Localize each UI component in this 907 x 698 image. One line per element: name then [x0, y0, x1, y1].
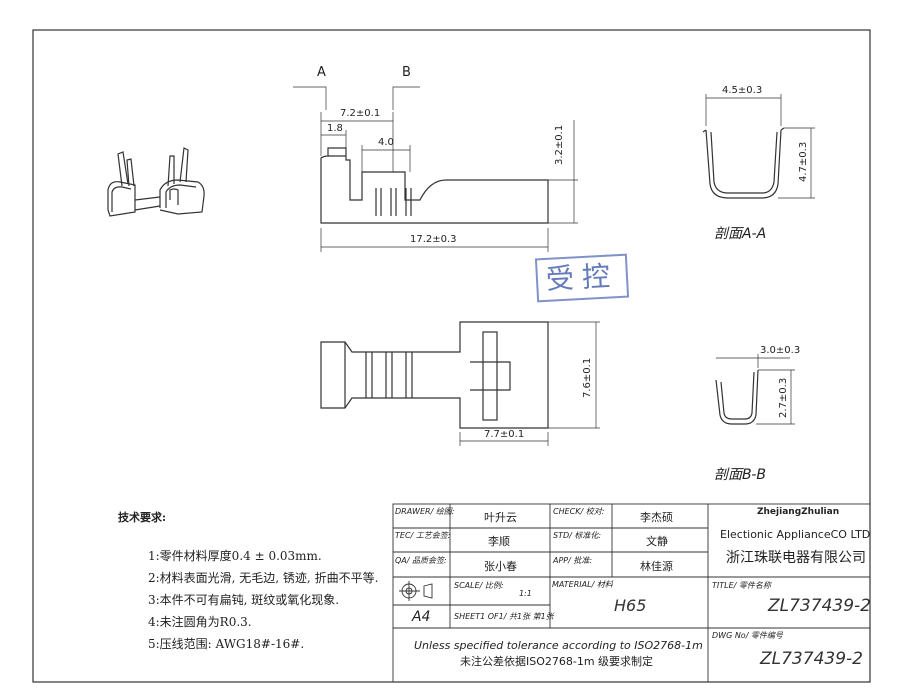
dim-7-2: 7.2±0.1 [340, 108, 381, 119]
section-aa-dimensions [705, 94, 815, 199]
side-view [320, 147, 549, 224]
tolerance-cn: 未注公差依据ISO2768-1m 级要求制定 [460, 655, 654, 668]
dim-1-8: 1.8 [327, 123, 343, 134]
title-label: TITLE/ 零件名称 [712, 581, 771, 590]
company-cn: 浙江珠联电器有限公司 [726, 550, 866, 566]
section-bb-dimensions [716, 354, 795, 425]
dim-17-2: 17.2±0.3 [410, 234, 457, 245]
app-label: APP/ 批准: [553, 556, 593, 565]
sheet-info: SHEET1 OF1/ 共1张 第1张 [454, 612, 554, 621]
controlled-stamp: 受控 [534, 253, 630, 303]
check-label: CHECK/ 校对: [553, 507, 605, 516]
app-value: 林佳源 [640, 560, 673, 573]
scale-value: 1:1 [519, 589, 532, 598]
dim-7-6: 7.6±0.1 [582, 357, 593, 398]
std-label: STD/ 标准化: [553, 531, 602, 540]
note-2: 2:材料表面光滑, 无毛边, 锈迹, 折曲不平等. [148, 571, 379, 585]
section-bb-width: 3.0±0.3 [760, 345, 801, 356]
top-view [320, 321, 549, 429]
material-label: MATERIAL/ 材料 [552, 580, 613, 589]
title-block-grid [392, 503, 871, 683]
section-aa-title: 剖面A-A [714, 226, 767, 242]
isometric-sketch [107, 147, 205, 217]
company-en-line2: Electionic ApplianceCO LTD [720, 528, 871, 541]
drawer-label: DRAWER/ 绘图: [395, 507, 455, 516]
qa-value: 张小春 [484, 560, 517, 573]
dim-3-2: 3.2±0.1 [554, 124, 565, 165]
note-4: 4:未注圆角为R0.3. [148, 615, 252, 629]
drawing-number: ZL737439-2 [760, 649, 863, 669]
tec-label: TEC/ 工艺会签: [395, 531, 451, 540]
dim-7-7: 7.7±0.1 [484, 429, 525, 440]
section-aa-height: 4.7±0.3 [798, 141, 809, 182]
drawer-value: 叶升云 [484, 511, 517, 524]
check-value: 李杰硕 [640, 511, 673, 524]
projection-symbol [399, 581, 433, 601]
section-marker-b: B [402, 65, 411, 80]
section-aa-width: 4.5±0.3 [722, 85, 763, 96]
section-marker-a: A [317, 65, 326, 80]
section-bb-title: 剖面B-B [714, 467, 767, 483]
part-title: ZL737439-2 [768, 596, 871, 616]
note-1: 1:零件材料厚度0.4 ± 0.03mm. [148, 549, 322, 563]
tec-value: 李顺 [488, 535, 510, 548]
section-bb-drawing [715, 369, 759, 425]
note-3: 3:本件不可有扁钝, 斑纹或氧化现象. [148, 593, 340, 607]
std-value: 文静 [646, 535, 668, 548]
dim-4-0: 4.0 [378, 137, 394, 148]
top-view-dimensions [459, 321, 600, 446]
scale-label: SCALE/ 比例: [454, 581, 504, 590]
section-bb-height: 2.7±0.3 [778, 377, 789, 418]
section-aa-drawing [702, 127, 785, 199]
tolerance-en: Unless specified tolerance according to … [414, 639, 703, 652]
notes-title: 技术要求: [118, 511, 167, 524]
paper-size: A4 [412, 609, 431, 625]
company-en-line1: ZhejiangZhulian [757, 507, 840, 517]
side-view-dimensions [293, 86, 578, 252]
qa-label: QA/ 品质会签: [395, 556, 447, 565]
material-value: H65 [614, 596, 647, 615]
dwg-label: DWG No/ 零件编号 [712, 631, 783, 640]
note-5: 5:压线范围: AWG18#-16#. [148, 637, 305, 651]
